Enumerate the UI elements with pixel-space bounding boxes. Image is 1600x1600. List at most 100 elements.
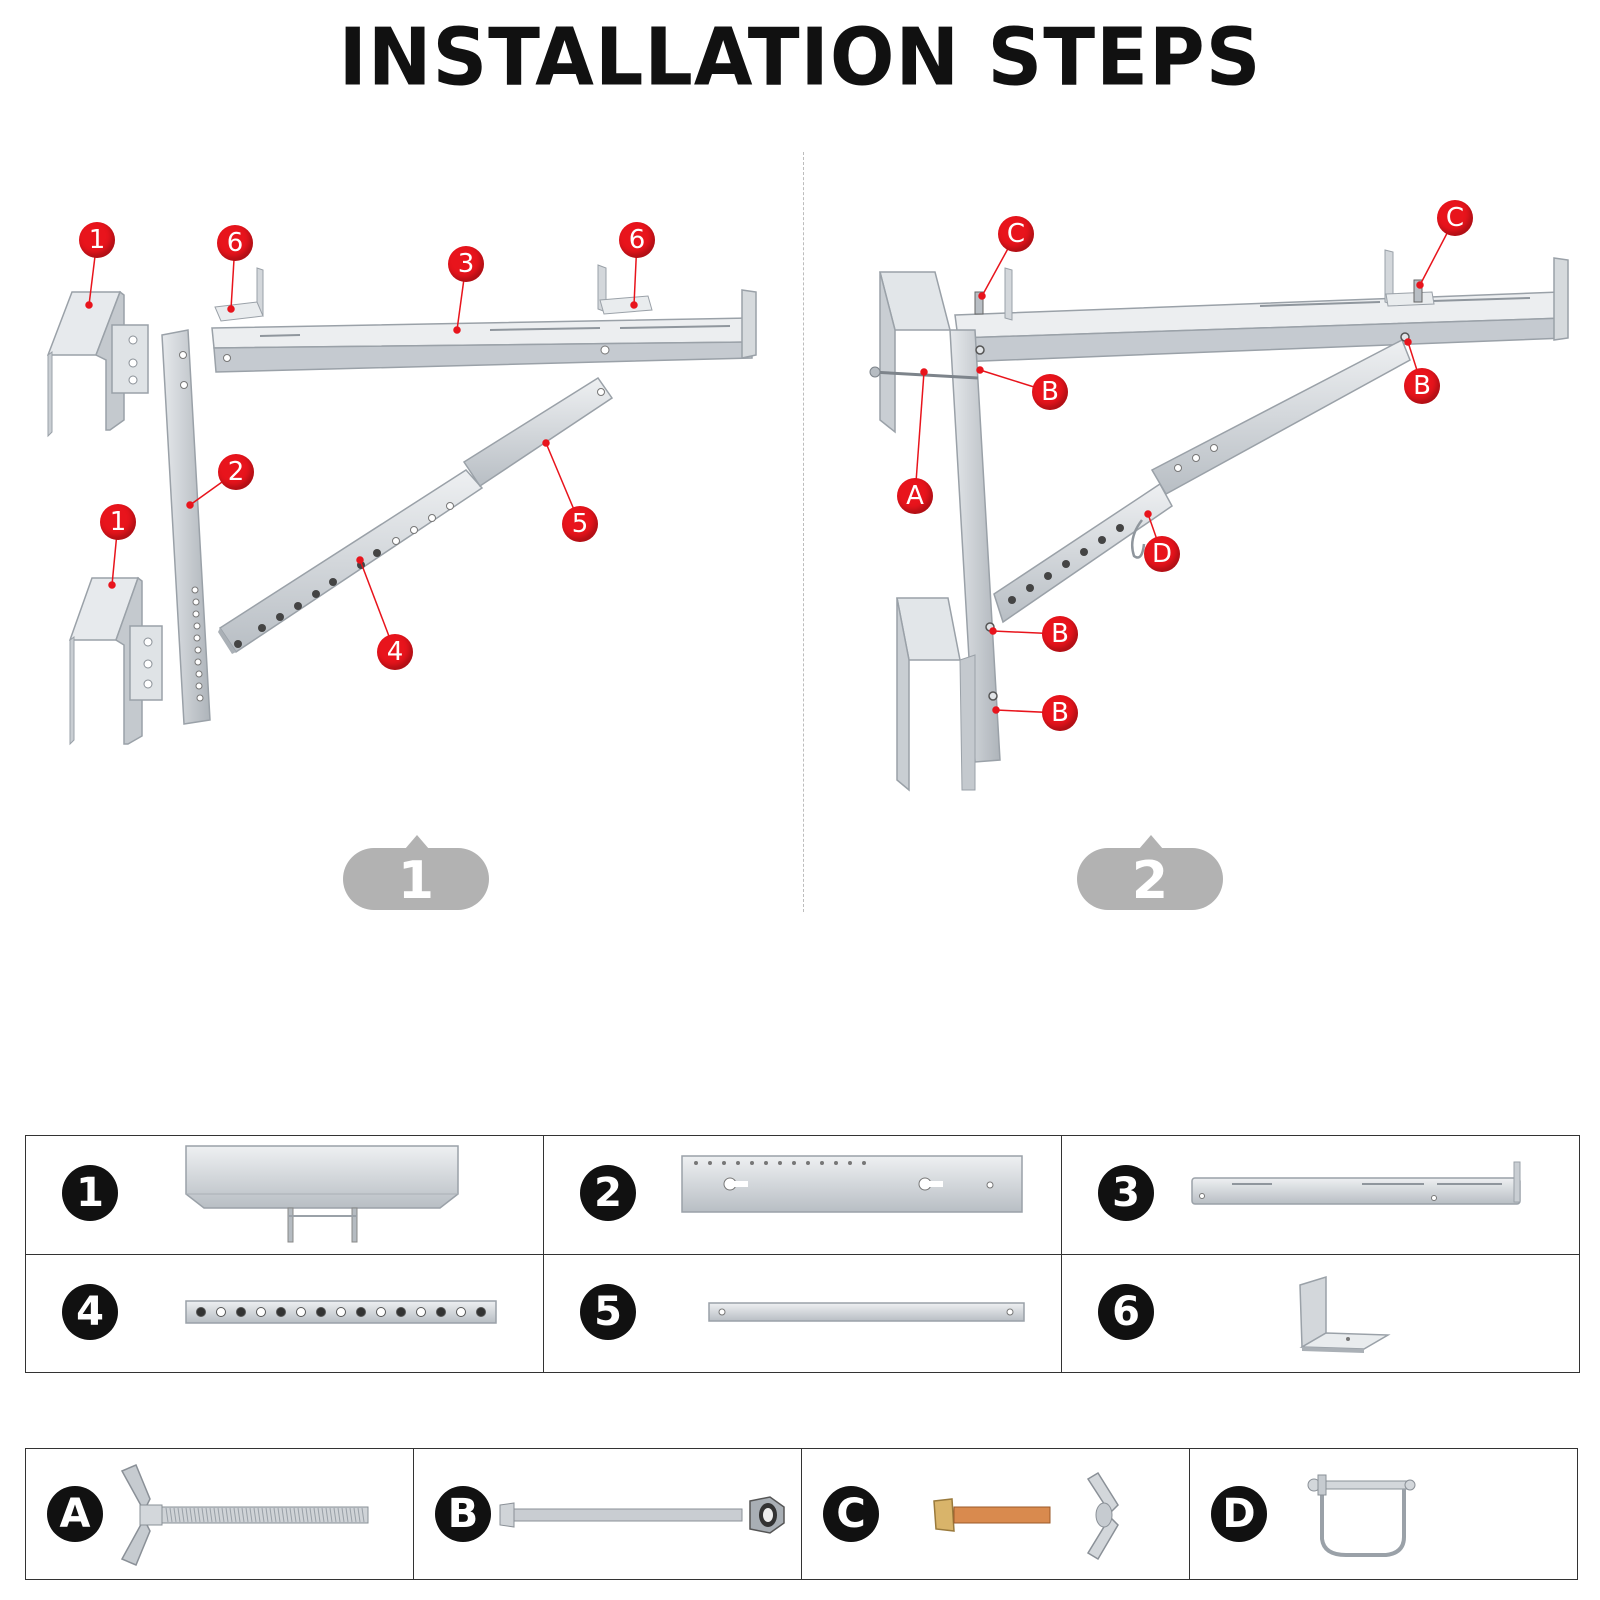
hardware-letter-badge: B bbox=[435, 1486, 491, 1542]
bar-hole bbox=[750, 1161, 754, 1165]
step1-l-bracket-right bbox=[597, 264, 653, 315]
thread-line bbox=[197, 1507, 201, 1523]
bar-hole bbox=[356, 1306, 366, 1317]
bar-hole bbox=[834, 1161, 838, 1165]
thread-line bbox=[305, 1507, 309, 1523]
thread-line bbox=[361, 1507, 365, 1523]
thread-line bbox=[329, 1507, 333, 1523]
step1-callout-lines bbox=[85, 239, 638, 653]
hardware-clevis-pin-image bbox=[1307, 1474, 1416, 1557]
bar-hole bbox=[376, 1306, 386, 1317]
part-number-badge: 3 bbox=[1098, 1165, 1154, 1221]
step1-vertical-bar bbox=[161, 329, 211, 725]
bar-hole bbox=[336, 1306, 346, 1317]
hardware-letter-badge: C bbox=[823, 1486, 879, 1542]
step1-callout: 6 bbox=[619, 222, 655, 258]
thread-line bbox=[257, 1507, 261, 1523]
step2-callout: D bbox=[1144, 536, 1180, 572]
bar-hole bbox=[778, 1161, 782, 1165]
part-cell-3: 3 bbox=[1061, 1135, 1580, 1255]
step1-wall-bracket-lower bbox=[68, 576, 163, 746]
thread-line bbox=[201, 1507, 205, 1523]
thread-line bbox=[249, 1507, 253, 1523]
step2-callout: B bbox=[1032, 374, 1068, 410]
bar-hole bbox=[820, 1161, 824, 1165]
thread-line bbox=[245, 1507, 249, 1523]
part-number-badge: 6 bbox=[1098, 1283, 1154, 1340]
thread-line bbox=[189, 1507, 193, 1523]
bar-hole bbox=[396, 1306, 406, 1317]
hardware-cell-b: B bbox=[413, 1448, 802, 1580]
step2-callout: C bbox=[998, 216, 1034, 252]
part-cell-6: 6 bbox=[1061, 1253, 1580, 1373]
bar-hole bbox=[236, 1306, 246, 1317]
thread-line bbox=[241, 1507, 245, 1523]
thread-line bbox=[261, 1507, 265, 1523]
thread-line bbox=[209, 1507, 213, 1523]
bar-hole bbox=[476, 1306, 486, 1317]
step1-callout: 3 bbox=[448, 246, 484, 282]
bar-hole bbox=[256, 1306, 266, 1317]
thread-line bbox=[233, 1507, 237, 1523]
part-wall-bracket-image bbox=[185, 1145, 459, 1243]
thread-line bbox=[301, 1507, 305, 1523]
part-cell-4: 4 bbox=[25, 1253, 544, 1373]
hardware-letter-badge: A bbox=[47, 1486, 103, 1542]
bar-hole bbox=[436, 1306, 446, 1317]
hardware-wing-bolt-image bbox=[120, 1464, 369, 1566]
step2-callout: A bbox=[897, 478, 933, 514]
thread-line bbox=[309, 1507, 313, 1523]
thread-line bbox=[265, 1507, 269, 1523]
hardware-cell-a: A bbox=[25, 1448, 414, 1580]
thread-line bbox=[289, 1507, 293, 1523]
bar-hole bbox=[456, 1306, 466, 1317]
thread-line bbox=[285, 1507, 289, 1523]
step-divider bbox=[803, 152, 804, 912]
thread-line bbox=[273, 1507, 277, 1523]
bar-hole bbox=[764, 1161, 768, 1165]
bar-hole bbox=[196, 1306, 206, 1317]
part-number-badge: 4 bbox=[62, 1283, 118, 1340]
thread-line bbox=[293, 1507, 297, 1523]
thread-line bbox=[345, 1507, 349, 1523]
hardware-bolt-wingnut-image bbox=[933, 1471, 1119, 1561]
step1-top-bar bbox=[211, 289, 757, 373]
thread-line bbox=[353, 1507, 357, 1523]
step2-callout: B bbox=[1404, 368, 1440, 404]
step1-callout: 4 bbox=[377, 634, 413, 670]
step1-callout: 5 bbox=[562, 506, 598, 542]
hardware-cell-c: C bbox=[801, 1448, 1190, 1580]
bar-hole bbox=[694, 1161, 698, 1165]
hardware-table: A B C bbox=[25, 1448, 1578, 1580]
step1-callout: 1 bbox=[100, 504, 136, 540]
thread-line bbox=[297, 1507, 301, 1523]
thread-line bbox=[173, 1507, 177, 1523]
bar-hole bbox=[722, 1161, 726, 1165]
bar-hole bbox=[806, 1161, 810, 1165]
thread-line bbox=[221, 1507, 225, 1523]
part-vertical-bar-image bbox=[681, 1155, 1023, 1213]
part-number-badge: 5 bbox=[580, 1283, 636, 1340]
step1-diagonal-bars bbox=[218, 376, 614, 654]
bar-hole bbox=[792, 1161, 796, 1165]
thread-line bbox=[337, 1507, 341, 1523]
part-cell-2: 2 bbox=[543, 1135, 1062, 1255]
part-top-bar-image bbox=[1191, 1161, 1521, 1205]
part-cell-5: 5 bbox=[543, 1253, 1062, 1373]
thread-line bbox=[205, 1507, 209, 1523]
hardware-cell-d: D bbox=[1189, 1448, 1578, 1580]
step1-parts bbox=[46, 264, 757, 746]
step2-callout: B bbox=[1042, 695, 1078, 731]
part-number-badge: 1 bbox=[62, 1165, 118, 1221]
thread-line bbox=[217, 1507, 221, 1523]
thread-line bbox=[253, 1507, 257, 1523]
thread-line bbox=[229, 1507, 233, 1523]
part-number-badge: 2 bbox=[580, 1165, 636, 1221]
thread-line bbox=[177, 1507, 181, 1523]
step1-l-bracket-left bbox=[214, 267, 264, 322]
hardware-letter-badge: D bbox=[1211, 1486, 1267, 1542]
thread-line bbox=[277, 1507, 281, 1523]
step1-callout: 6 bbox=[217, 225, 253, 261]
thread-line bbox=[313, 1507, 317, 1523]
